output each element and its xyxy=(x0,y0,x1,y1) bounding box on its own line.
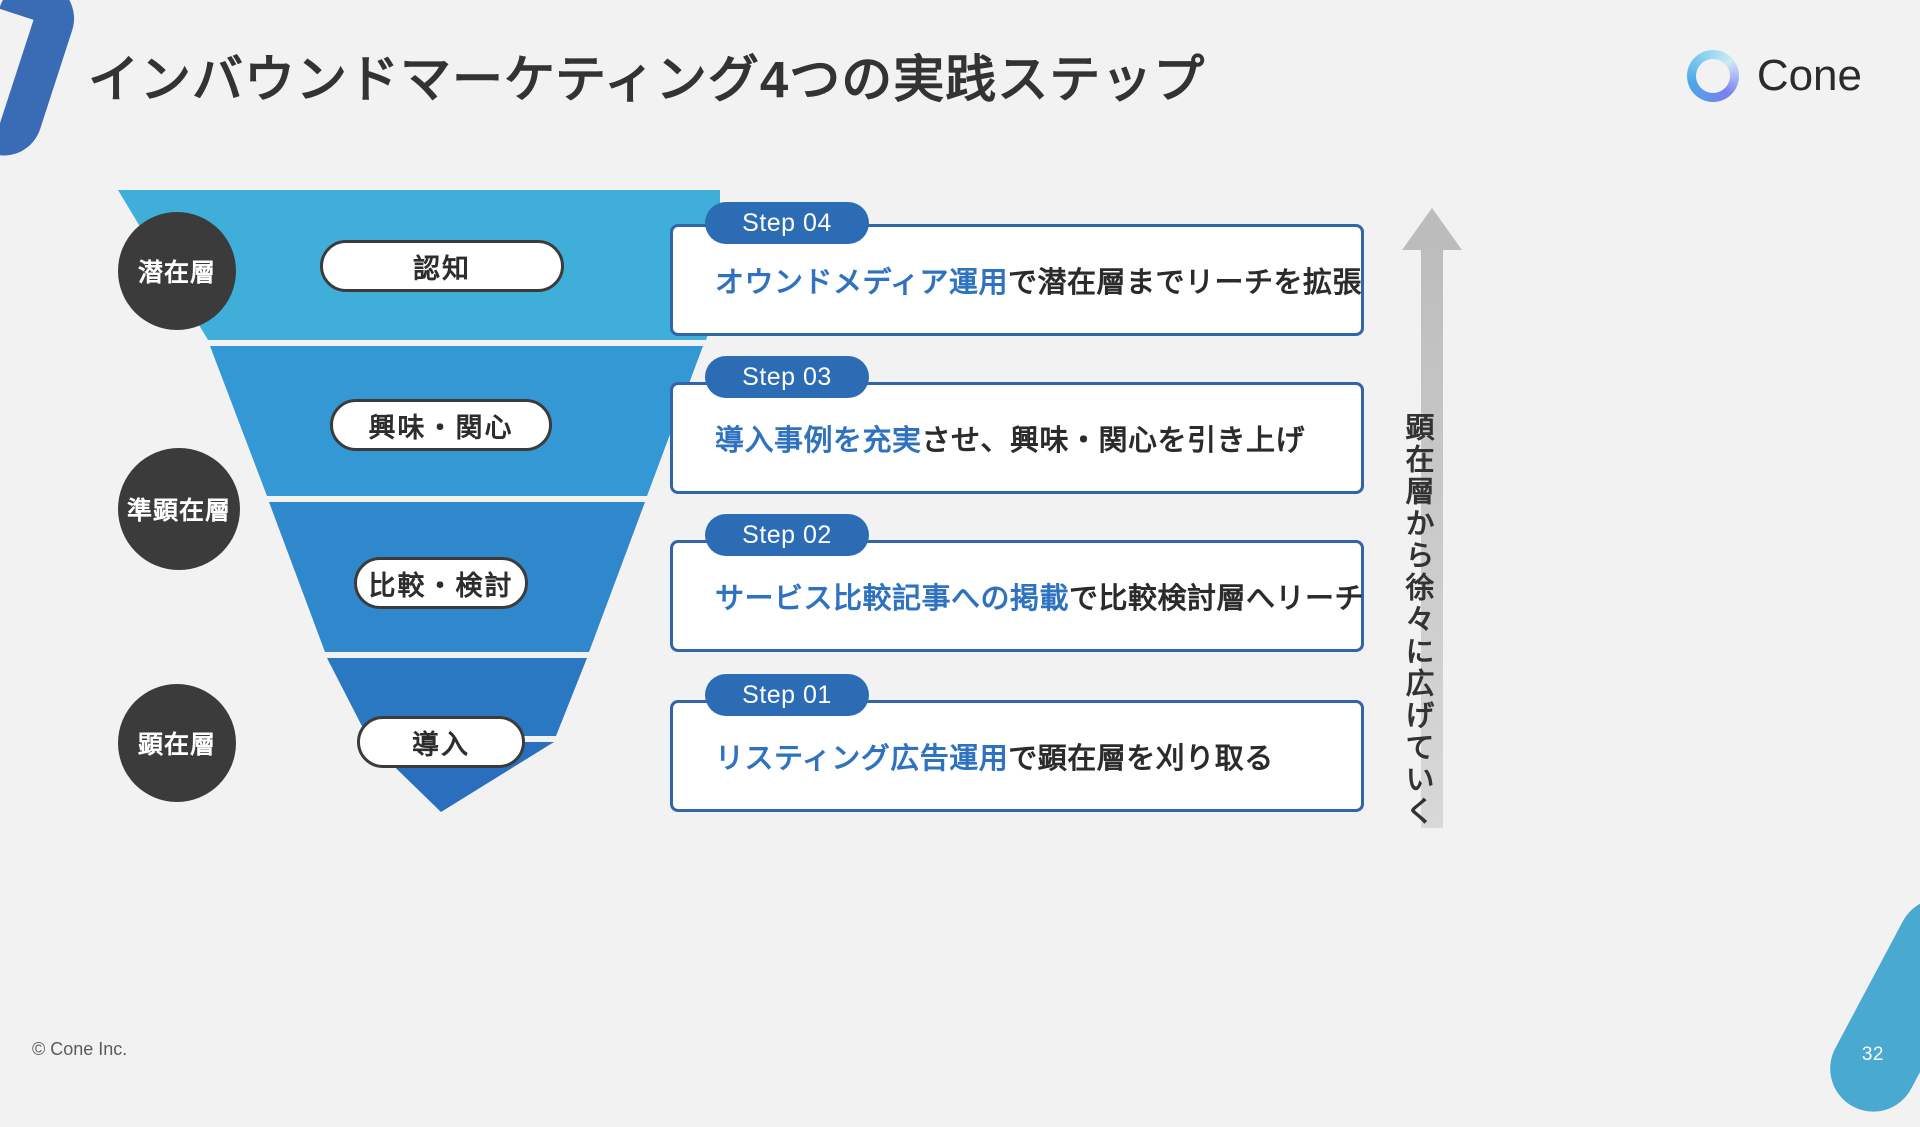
step-card-01-text: リスティング広告運用で顕在層を刈り取る xyxy=(673,735,1274,777)
funnel-stage-interest: 興味・関心 xyxy=(330,399,552,451)
step-badge-02: Step 02 xyxy=(705,514,869,556)
step-card-03-rest: させ、興味・関心を引き上げ xyxy=(921,425,1306,457)
step-card-01-rest: で顕在層を刈り取る xyxy=(1008,743,1274,775)
step-card-02: サービス比較記事への掲載で比較検討層へリーチ xyxy=(670,540,1364,652)
page-title: インバウンドマーケティング4つの実践ステップ xyxy=(88,51,1206,108)
decor-bottom-right-stripe xyxy=(1815,883,1920,1127)
step-badge-03: Step 03 xyxy=(705,356,869,398)
copyright-text: © Cone Inc. xyxy=(32,1039,128,1059)
step-badge-04: Step 04 xyxy=(705,202,869,244)
step-card-01-highlight: リスティング広告運用 xyxy=(715,743,1009,775)
step-card-04-highlight: オウンドメディア運用 xyxy=(715,267,1008,299)
step-card-04-rest: で潜在層までリーチを拡張 xyxy=(1007,267,1362,299)
step-card-03: 導入事例を充実させ、興味・関心を引き上げ xyxy=(670,382,1364,494)
audience-circle-latent: 潜在層 xyxy=(118,212,236,330)
step-card-02-highlight: サービス比較記事への掲載 xyxy=(715,583,1070,615)
step-card-03-highlight: 導入事例を充実 xyxy=(715,425,922,457)
step-card-01: リスティング広告運用で顕在層を刈り取る xyxy=(670,700,1364,812)
step-badge-01: Step 01 xyxy=(705,674,869,716)
arrow-up-body xyxy=(1421,249,1443,828)
funnel-stage-adoption: 導入 xyxy=(357,716,525,768)
arrow-up-head xyxy=(1402,208,1462,250)
brand-name: Cone xyxy=(1756,51,1862,100)
step-card-03-text: 導入事例を充実させ、興味・関心を引き上げ xyxy=(673,417,1305,459)
funnel-shape xyxy=(118,190,762,812)
brand-logo: Cone xyxy=(1686,50,1862,102)
funnel-stage-comparison: 比較・検討 xyxy=(354,557,528,609)
funnel-stage-awareness: 認知 xyxy=(320,240,564,292)
arrow-caption: 顕在層から徐々に広げていく xyxy=(1401,412,1433,828)
step-card-04-text: オウンドメディア運用で潜在層までリーチを拡張 xyxy=(673,259,1362,301)
page-number: 32 xyxy=(1861,1044,1884,1065)
arrow-up-icon xyxy=(1402,208,1462,828)
step-card-02-rest: で比較検討層へリーチ xyxy=(1069,583,1365,615)
audience-circle-active: 顕在層 xyxy=(118,684,236,802)
step-card-02-text: サービス比較記事への掲載で比較検討層へリーチ xyxy=(673,575,1364,617)
cone-ring-logo-icon xyxy=(1686,50,1739,102)
audience-circle-semi-active: 準顕在層 xyxy=(118,448,240,570)
funnel-diagram: 潜在層 準顕在層 顕在層 認知 興味・関心 比較・検討 導入 xyxy=(0,0,762,1080)
